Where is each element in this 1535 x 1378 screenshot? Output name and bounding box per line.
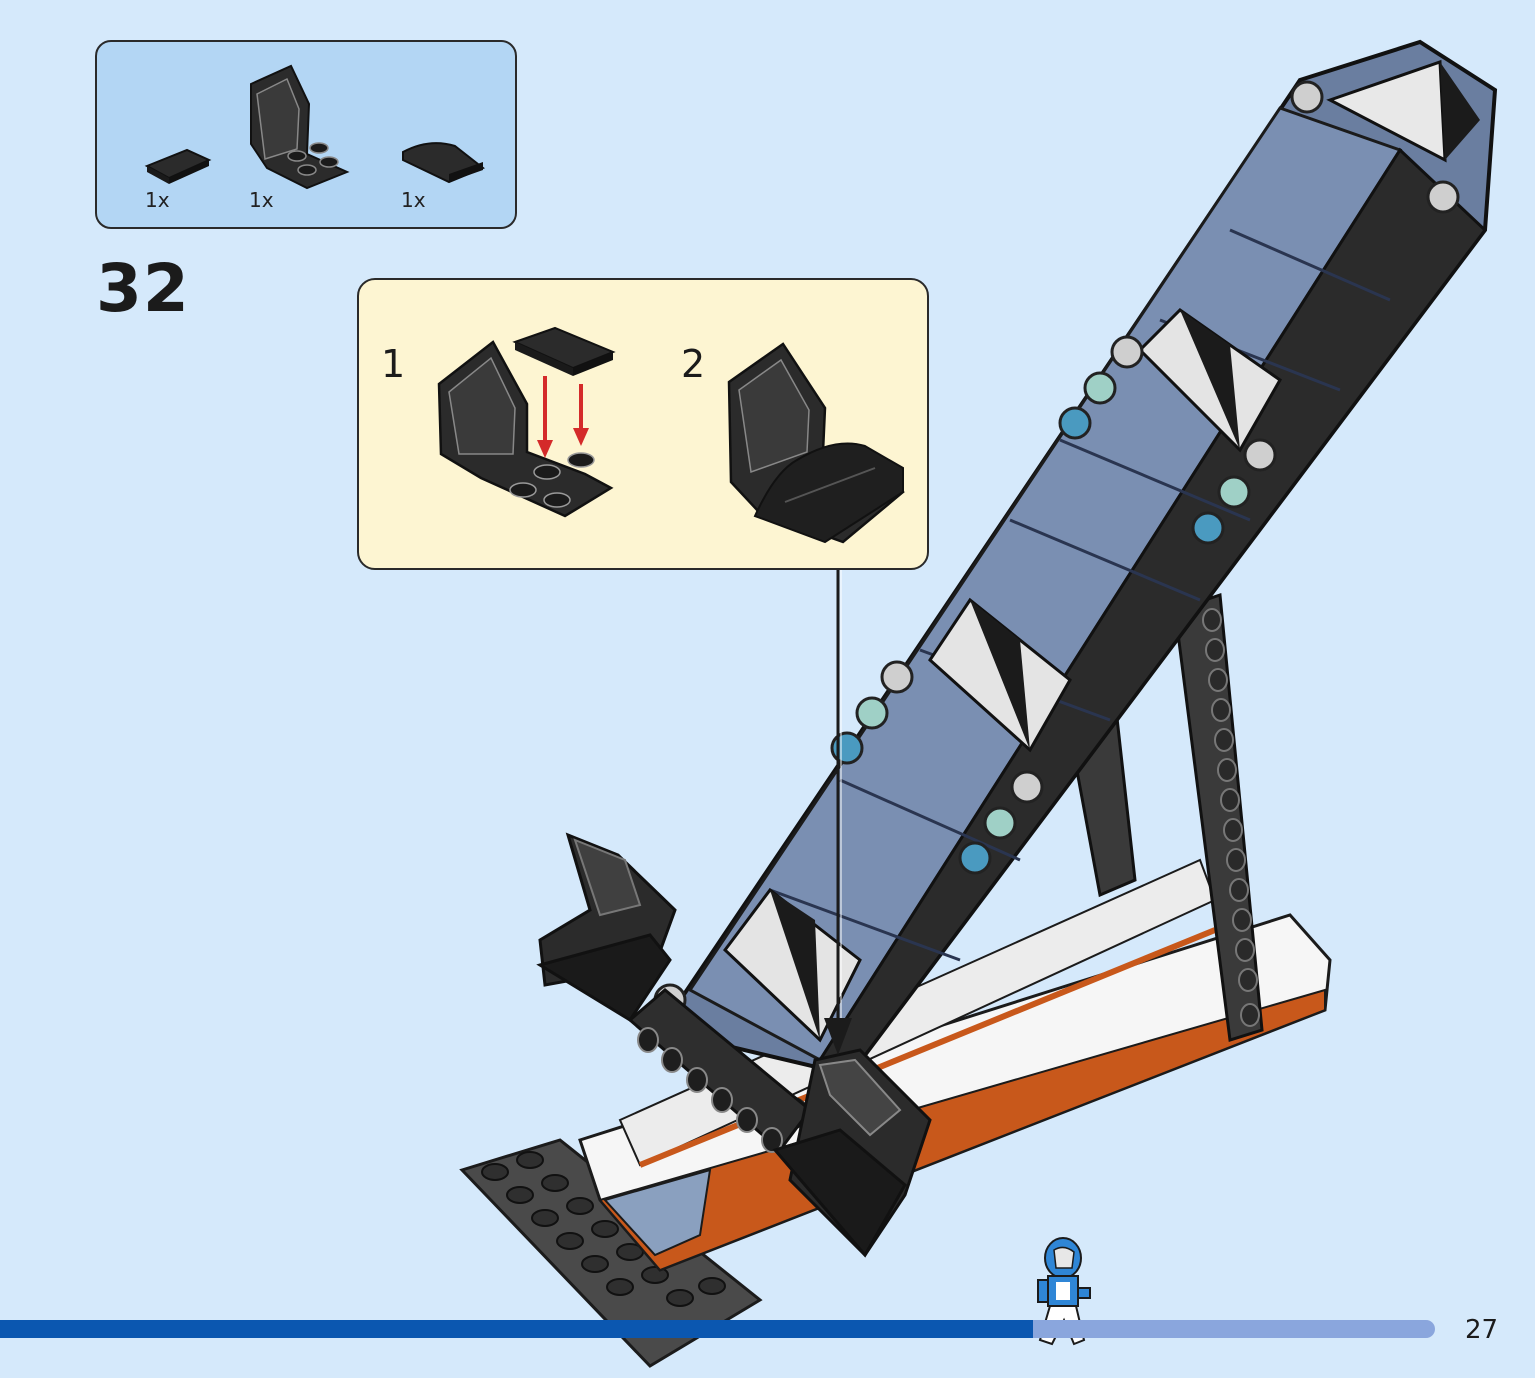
base-plate [459,1138,763,1368]
sub-step-number: 1 [381,342,406,386]
sub-step-number: 2 [681,342,706,386]
red-arrow [537,376,553,458]
rocket-body [653,39,1498,1130]
sub-assembly-callout: 1 2 [357,278,929,570]
bracket-part-icon [250,64,350,190]
sub-step-2-illustration [727,342,905,544]
curved-slope-part-icon [402,142,485,184]
bottom-beam [627,988,813,1153]
left-bracket-assembly [536,832,677,1023]
part-qty: 1x [401,188,426,212]
red-arrow [573,384,589,446]
sub-step-1-illustration [437,326,616,518]
progress-bar [0,1320,1435,1338]
attach-arrow [824,570,852,1055]
part-qty: 1x [145,188,170,212]
progress-fill [0,1320,1034,1338]
page-number: 27 [1465,1315,1499,1345]
new-bracket-assembly [772,1048,932,1258]
tile-part-icon [144,148,212,184]
step-number: 32 [96,250,190,327]
parts-list: 1x 1x 1x [95,40,517,229]
astronaut-minifigure-icon [1037,1237,1091,1346]
launch-rail [578,858,1332,1272]
part-qty: 1x [249,188,274,212]
